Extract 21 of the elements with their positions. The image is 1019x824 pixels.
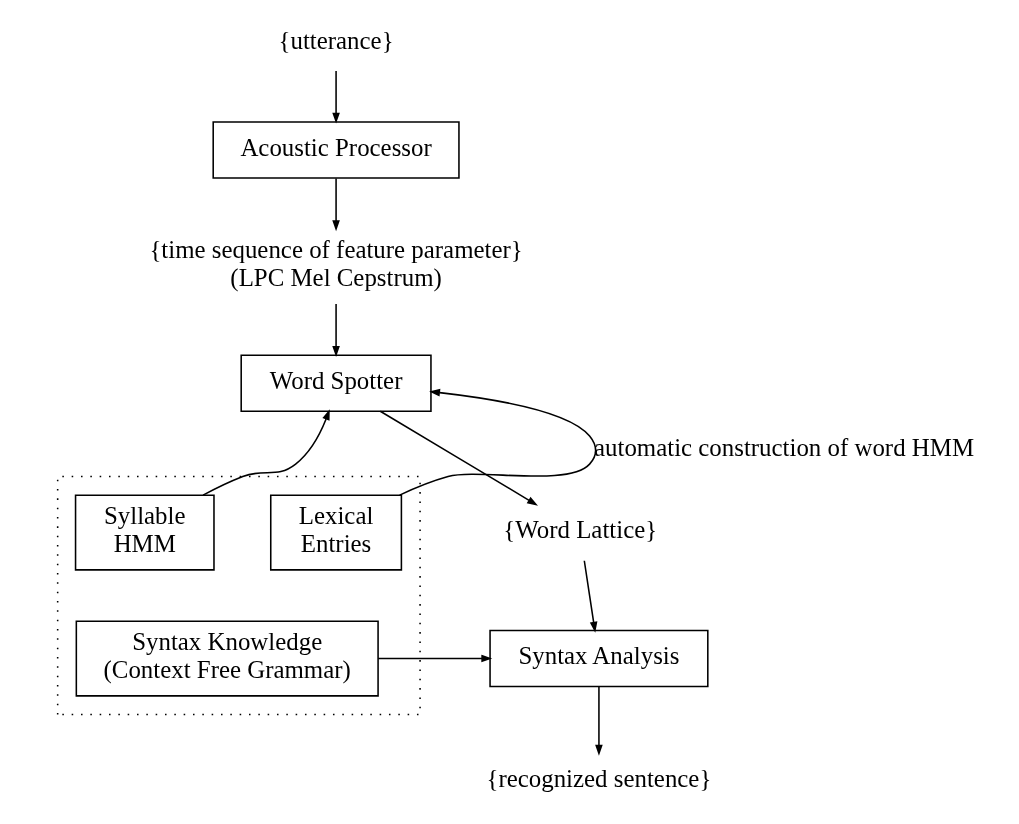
node-text: {recognized sentence} (486, 765, 712, 793)
arrow (332, 303, 340, 357)
node-text: {Word Lattice} (503, 516, 658, 544)
arrow (377, 654, 493, 663)
arrow (332, 177, 340, 232)
node-box: Lexical Entries (269, 494, 403, 571)
arrow (398, 388, 597, 496)
node-box: Syntax Analysis (489, 629, 709, 688)
node-box: Word Spotter (240, 354, 432, 412)
node-box: Syllable HMM (74, 494, 215, 571)
edge-label: automatic construction of word HMM (594, 434, 975, 462)
node-text: {time sequence of feature parameter} (LPC Mel Cepstrum) (149, 236, 523, 292)
cluster (56, 475, 421, 716)
arrow (202, 409, 330, 496)
arrow (583, 560, 598, 633)
node-box: Acoustic Processor (212, 121, 460, 179)
node-text: {utterance} (278, 26, 394, 54)
node-box: Syntax Knowledge (Context Free Grammar) (75, 620, 379, 697)
arrow (379, 410, 538, 506)
arrow (332, 70, 340, 124)
arrow (595, 685, 603, 756)
